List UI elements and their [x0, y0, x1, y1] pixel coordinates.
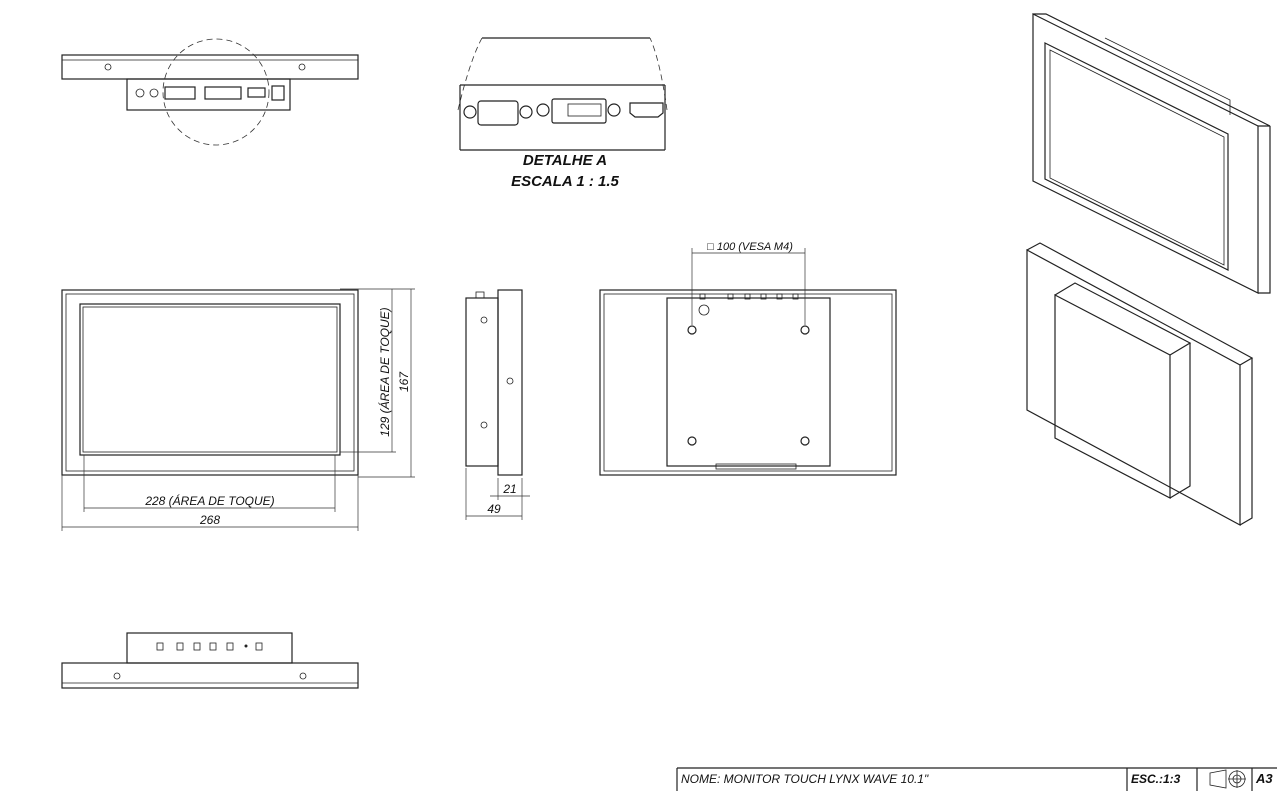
detail-a-view	[457, 37, 668, 151]
total-depth-dim: 49	[487, 502, 501, 516]
title-block	[676, 767, 1277, 791]
vesa-dim: □ 100 (VESA M4)	[707, 241, 793, 253]
side-view	[465, 289, 530, 520]
touch-width-dim: 228 (ÁREA DE TOQUE)	[144, 493, 274, 508]
isometric-front-view	[1032, 13, 1271, 294]
overall-height-dim: 167	[397, 371, 411, 392]
bezel-depth-dim: 21	[502, 482, 516, 496]
top-view	[61, 38, 359, 146]
first-angle-projection-icon	[1209, 769, 1246, 789]
back-view	[599, 248, 897, 476]
isometric-back-view	[1026, 242, 1254, 527]
overall-width-dim: 268	[199, 513, 220, 527]
sheet-size: A3	[1255, 771, 1273, 786]
bottom-view	[61, 632, 359, 689]
front-view	[61, 288, 415, 531]
detail-scale: ESCALA 1 : 1.5	[511, 173, 619, 190]
touch-height-dim: 129 (ÁREA DE TOQUE)	[377, 307, 392, 436]
detail-title: DETALHE A	[523, 152, 607, 169]
drawing-name: NOME: MONITOR TOUCH LYNX WAVE 10.1"	[681, 772, 929, 786]
drawing-scale: ESC.:1:3	[1131, 772, 1181, 786]
